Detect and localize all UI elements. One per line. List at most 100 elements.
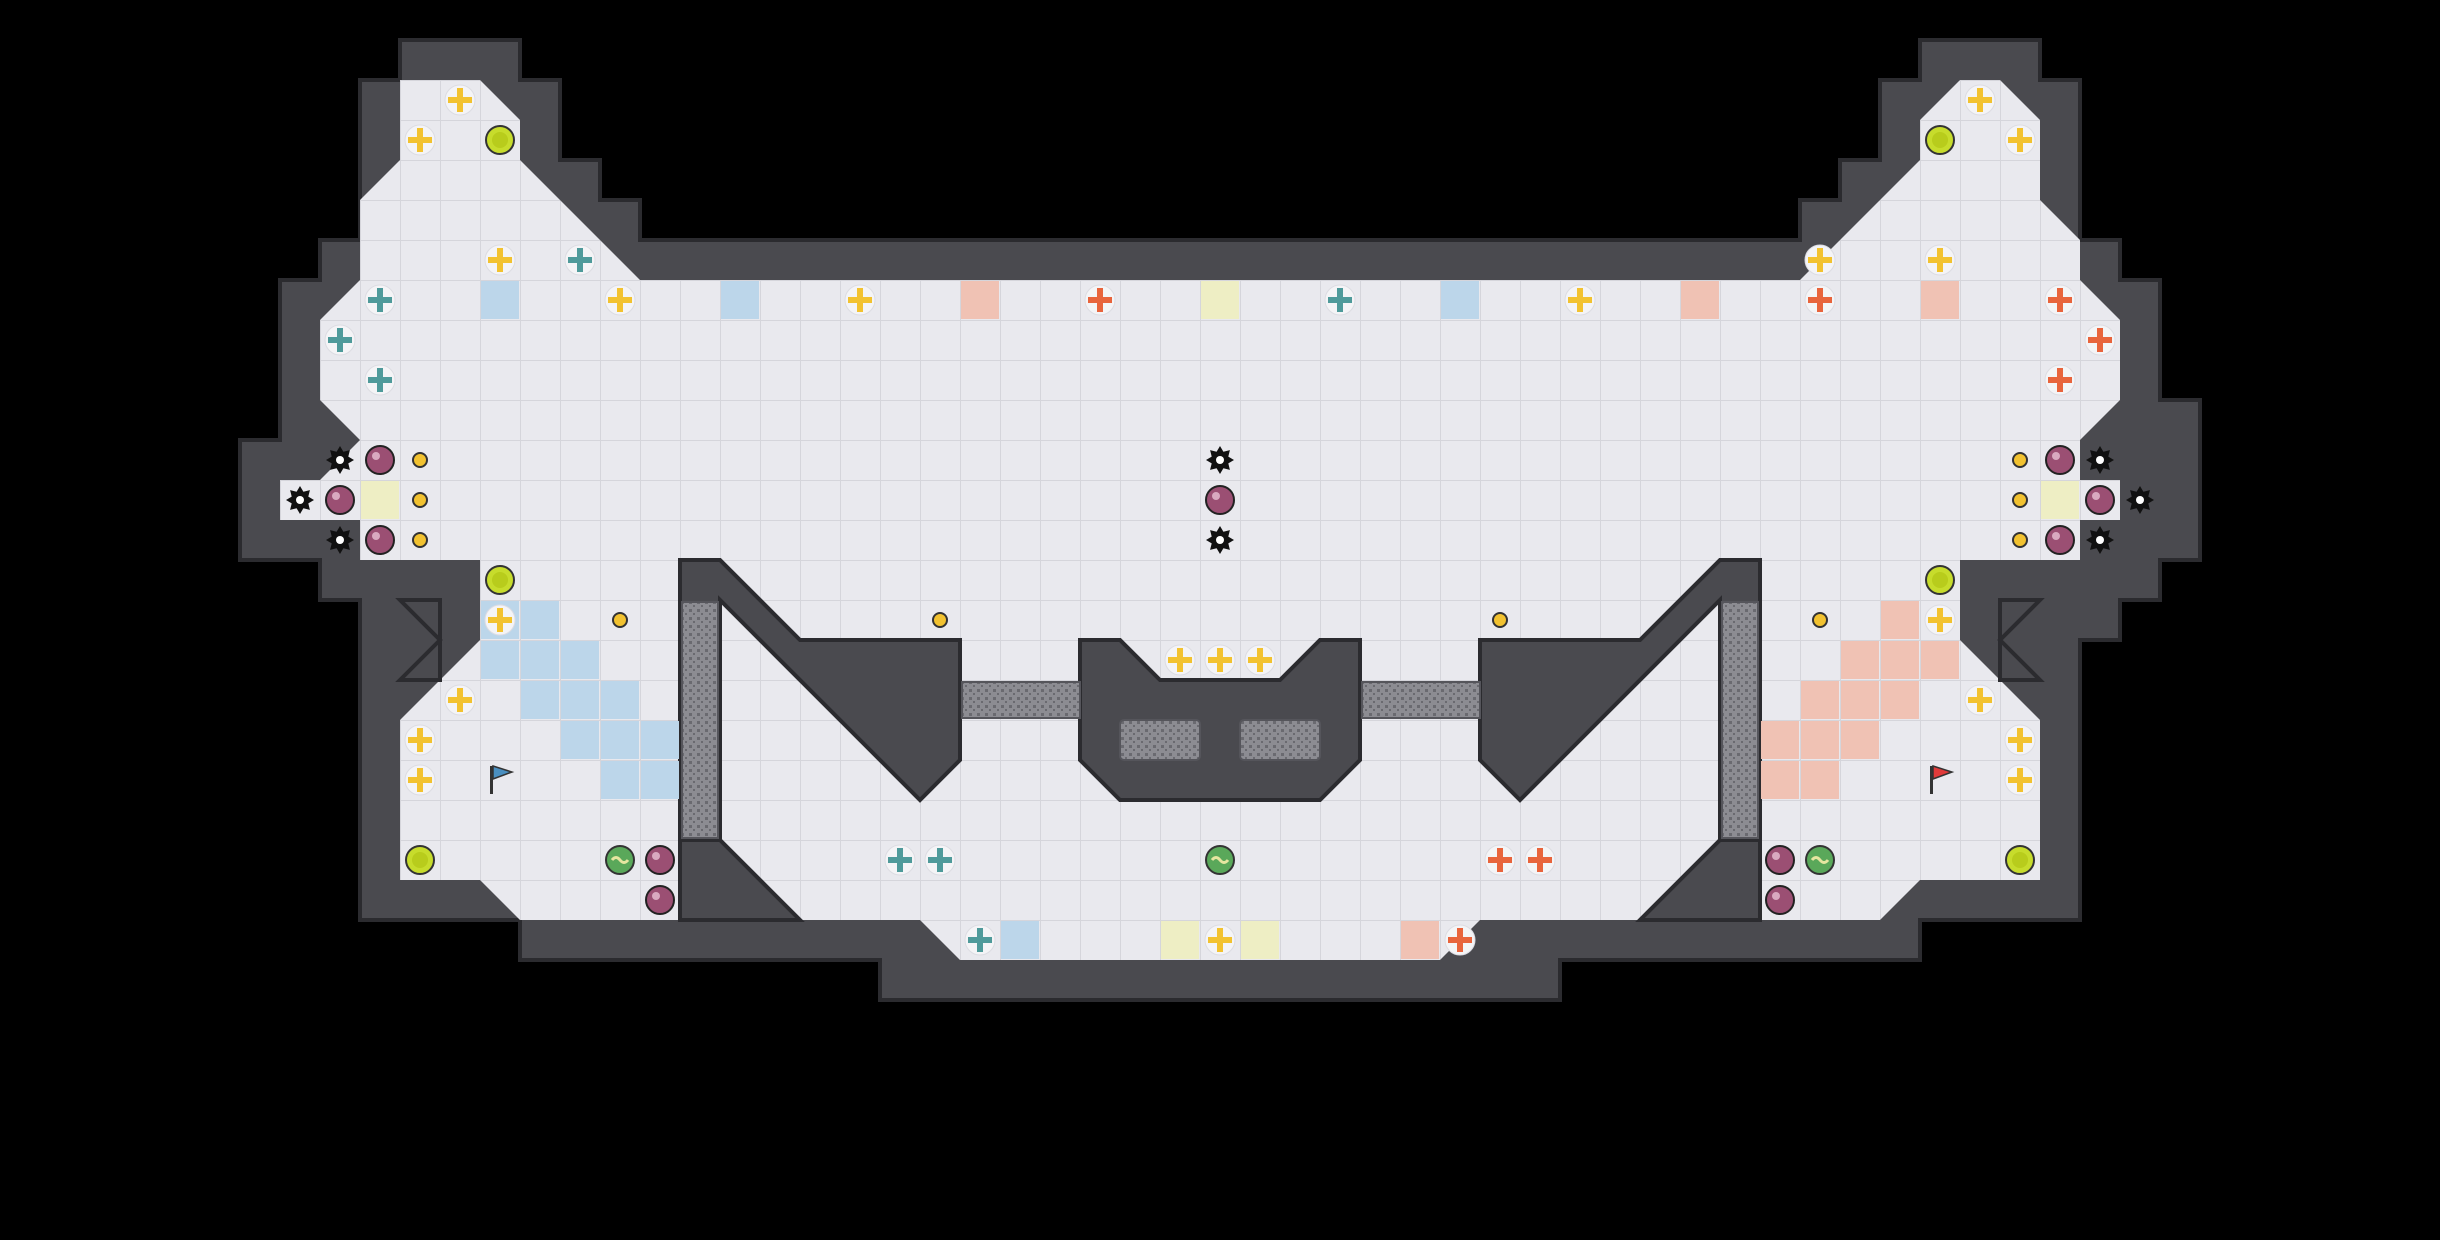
- spike-icon: [326, 446, 354, 474]
- neutral-boost-icon: [1204, 644, 1236, 676]
- neutral-boost-icon: [2004, 124, 2036, 156]
- bomb-icon: [2045, 525, 2075, 555]
- blue-boost-icon: [884, 844, 916, 876]
- red-tile: [1761, 761, 1799, 799]
- neutral-boost-icon: [444, 684, 476, 716]
- blue-tile: [641, 721, 679, 759]
- red-boost-icon: [1084, 284, 1116, 316]
- neutral-boost-icon: [1964, 684, 1996, 716]
- spike-icon: [2126, 486, 2154, 514]
- powerup-icon: [1925, 125, 1955, 155]
- neutral-boost-icon: [1924, 604, 1956, 636]
- neutral-boost-icon: [404, 764, 436, 796]
- bomb-icon: [365, 445, 395, 475]
- pellet-dot: [2012, 532, 2028, 548]
- yellow-tile: [1241, 921, 1279, 959]
- bomb-icon: [645, 885, 675, 915]
- red-boost-icon: [1444, 924, 1476, 956]
- powerup-icon: [485, 125, 515, 155]
- neutral-boost-icon: [444, 84, 476, 116]
- bomb-icon: [1765, 845, 1795, 875]
- pellet-dot: [412, 492, 428, 508]
- red-tile: [1801, 721, 1839, 759]
- neutral-boost-icon: [484, 604, 516, 636]
- spike-icon: [286, 486, 314, 514]
- blue-tile: [521, 641, 559, 679]
- blue-tile: [641, 761, 679, 799]
- spike-icon: [2086, 446, 2114, 474]
- blue-tile: [561, 681, 599, 719]
- bomb-icon: [325, 485, 355, 515]
- bomb-icon: [645, 845, 675, 875]
- spike-icon: [1206, 446, 1234, 474]
- blue-boost-icon: [924, 844, 956, 876]
- gate-blocks: [681, 601, 1759, 839]
- powerup-icon: [405, 845, 435, 875]
- red-tile: [1841, 721, 1879, 759]
- red-tile: [961, 281, 999, 319]
- neutral-boost-icon: [1924, 244, 1956, 276]
- blue-tile: [721, 281, 759, 319]
- blue-tile: [601, 681, 639, 719]
- bomb-icon: [2045, 445, 2075, 475]
- red-boost-icon: [1484, 844, 1516, 876]
- red-boost-icon: [2084, 324, 2116, 356]
- red-tile: [1801, 761, 1839, 799]
- red-tile: [1881, 681, 1919, 719]
- pellet-dot: [612, 612, 628, 628]
- neutral-boost-icon: [604, 284, 636, 316]
- red-boost-icon: [2044, 284, 2076, 316]
- neutral-boost-icon: [1964, 84, 1996, 116]
- neutral-boost-icon: [1564, 284, 1596, 316]
- neutral-boost-icon: [1804, 244, 1836, 276]
- pellet-dot: [412, 452, 428, 468]
- bomb-icon: [2085, 485, 2115, 515]
- red-tile: [1761, 721, 1799, 759]
- pellet-dot: [1812, 612, 1828, 628]
- neutral-boost-icon: [1164, 644, 1196, 676]
- blue-tile: [561, 641, 599, 679]
- red-tile: [1841, 641, 1879, 679]
- red-tile: [1401, 921, 1439, 959]
- pellet-dot: [1492, 612, 1508, 628]
- blue-tile: [481, 281, 519, 319]
- powerup-icon: [2005, 845, 2035, 875]
- pellet-dot: [2012, 492, 2028, 508]
- neutral-boost-icon: [2004, 724, 2036, 756]
- pellet-dot: [412, 532, 428, 548]
- red-tile: [1801, 681, 1839, 719]
- blue-tile: [481, 641, 519, 679]
- portal-icon: [1205, 845, 1235, 875]
- red-flag-icon: [1930, 764, 1955, 794]
- yellow-tile: [361, 481, 399, 519]
- portal-icon: [1805, 845, 1835, 875]
- blue-tile: [601, 721, 639, 759]
- red-boost-icon: [1524, 844, 1556, 876]
- bomb-icon: [1765, 885, 1795, 915]
- blue-tile: [601, 761, 639, 799]
- red-tile: [1681, 281, 1719, 319]
- blue-boost-icon: [964, 924, 996, 956]
- neutral-boost-icon: [1204, 924, 1236, 956]
- neutral-boost-icon: [484, 244, 516, 276]
- neutral-boost-icon: [1244, 644, 1276, 676]
- neutral-boost-icon: [844, 284, 876, 316]
- blue-boost-icon: [364, 284, 396, 316]
- red-tile: [1881, 641, 1919, 679]
- portal-icon: [605, 845, 635, 875]
- bomb-icon: [1205, 485, 1235, 515]
- spike-icon: [326, 526, 354, 554]
- blue-boost-icon: [1324, 284, 1356, 316]
- yellow-tile: [1201, 281, 1239, 319]
- red-boost-icon: [2044, 364, 2076, 396]
- blue-flag-icon: [490, 764, 515, 794]
- spike-icon: [2086, 526, 2114, 554]
- neutral-boost-icon: [404, 724, 436, 756]
- blue-tile: [521, 601, 559, 639]
- neutral-boost-icon: [404, 124, 436, 156]
- blue-boost-icon: [324, 324, 356, 356]
- blue-boost-icon: [364, 364, 396, 396]
- blue-tile: [561, 721, 599, 759]
